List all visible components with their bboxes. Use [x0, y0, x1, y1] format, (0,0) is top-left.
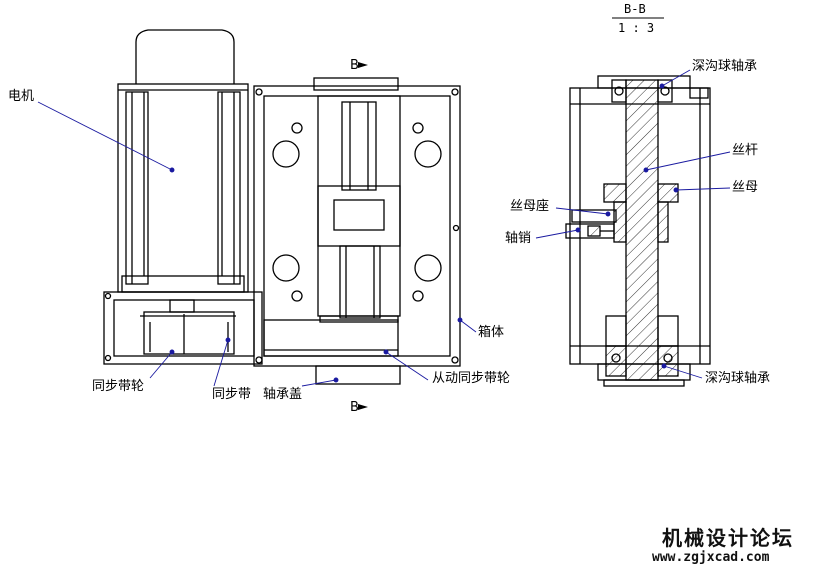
- label-cut-mark-bottom: B: [350, 400, 359, 415]
- watermark-url: www.zgjxcad.com: [652, 550, 770, 565]
- watermark-title: 机械设计论坛: [662, 526, 794, 550]
- label-nut: 丝母: [732, 180, 759, 195]
- section-view: [565, 75, 711, 387]
- label-nut-seat: 丝母座: [510, 199, 550, 214]
- label-sync-belt: 同步带: [212, 387, 252, 402]
- label-bearing-bottom: 深沟球轴承: [705, 371, 771, 386]
- section-scale: 1 : 3: [618, 21, 655, 35]
- label-lead-screw: 丝杆: [732, 143, 759, 158]
- label-box: 箱体: [478, 325, 505, 340]
- leader-lines: [37, 69, 731, 387]
- cut-plane-arrows: [358, 62, 368, 410]
- label-driven-pulley: 从动同步带轮: [432, 371, 511, 386]
- belt-housing: [103, 291, 263, 365]
- label-bearing-top: 深沟球轴承: [692, 59, 758, 74]
- motor-body: [117, 29, 249, 293]
- label-bearing-cap: 轴承盖: [263, 387, 303, 402]
- label-sync-pulley: 同步带轮: [92, 379, 145, 394]
- section-title: B-B: [624, 2, 646, 16]
- label-pin: 轴销: [505, 231, 532, 246]
- label-motor: 电机: [8, 89, 35, 104]
- label-cut-mark-top: B: [350, 58, 359, 73]
- main-box: [253, 77, 461, 385]
